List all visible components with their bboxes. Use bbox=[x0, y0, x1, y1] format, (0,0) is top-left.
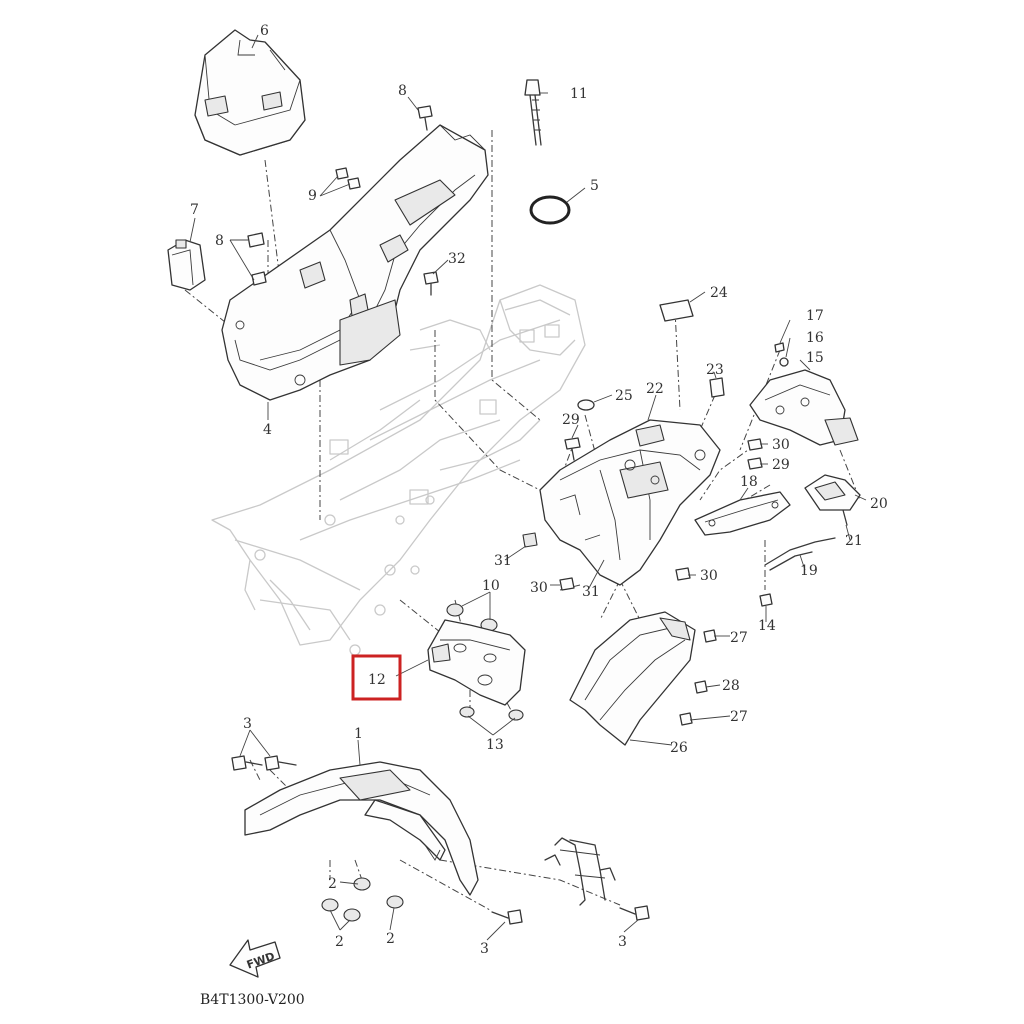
callout-30: 30 bbox=[772, 437, 790, 453]
callout-29: 29 bbox=[772, 457, 790, 473]
callout-31: 31 bbox=[582, 584, 600, 600]
callout-29: 29 bbox=[562, 412, 580, 428]
callout-18: 18 bbox=[740, 474, 758, 490]
leader-lines bbox=[189, 34, 867, 941]
callout-13: 13 bbox=[486, 737, 504, 753]
part-7-bracket bbox=[167, 239, 206, 291]
highlight-box bbox=[351, 654, 402, 701]
callout-3: 3 bbox=[618, 934, 627, 950]
callout-25: 25 bbox=[615, 388, 633, 404]
callout-31: 31 bbox=[494, 553, 512, 569]
frame-outline bbox=[211, 284, 586, 656]
callout-7: 7 bbox=[190, 202, 199, 218]
callout-27: 27 bbox=[730, 709, 748, 725]
part-23-collar bbox=[709, 377, 725, 398]
diagram-code: B4T1300-V200 bbox=[200, 992, 305, 1008]
callout-1: 1 bbox=[354, 726, 363, 742]
part-6-battery-cover bbox=[194, 29, 306, 156]
callout-15: 15 bbox=[806, 350, 824, 366]
fasteners bbox=[247, 105, 848, 726]
callout-2: 2 bbox=[328, 876, 337, 892]
part-18-bracket bbox=[694, 491, 791, 536]
callout-labels: 6 8 11 5 9 7 8 32 4 24 17 16 15 23 25 22… bbox=[190, 23, 888, 957]
part-5-o-ring bbox=[529, 195, 571, 225]
part-15-tail-light bbox=[749, 369, 859, 446]
callout-22: 22 bbox=[646, 381, 664, 397]
callout-3: 3 bbox=[480, 941, 489, 957]
callout-14: 14 bbox=[758, 618, 776, 634]
callout-24: 24 bbox=[710, 285, 728, 301]
part-4-tray bbox=[221, 124, 489, 401]
fwd-arrow: FWD bbox=[229, 939, 281, 978]
brake-hose-clamp bbox=[544, 837, 616, 906]
part-12-plate bbox=[427, 619, 526, 706]
part-24-pad bbox=[659, 299, 694, 322]
callout-9: 9 bbox=[308, 188, 317, 204]
callout-8: 8 bbox=[215, 233, 224, 249]
part-11-cable-tie bbox=[524, 79, 542, 146]
callout-19: 19 bbox=[800, 563, 818, 579]
callout-30: 30 bbox=[530, 580, 548, 596]
callout-21: 21 bbox=[845, 533, 863, 549]
callout-26: 26 bbox=[670, 740, 688, 756]
callout-16: 16 bbox=[806, 330, 824, 346]
callout-20: 20 bbox=[870, 496, 888, 512]
highlighted-callout-12[interactable]: 12 bbox=[351, 654, 402, 701]
part-26-rear-fender bbox=[569, 611, 696, 746]
part-1-front-fender bbox=[244, 761, 479, 896]
callout-4: 4 bbox=[263, 422, 272, 438]
callout-27: 27 bbox=[730, 630, 748, 646]
callout-17: 17 bbox=[806, 308, 824, 324]
callout-3: 3 bbox=[243, 716, 252, 732]
front-fender-hardware bbox=[231, 755, 650, 925]
callout-6: 6 bbox=[260, 23, 269, 39]
part-22-rear-frame bbox=[539, 419, 721, 586]
part-19-stay bbox=[764, 537, 836, 571]
callout-23: 23 bbox=[706, 362, 724, 378]
callout-5: 5 bbox=[590, 178, 599, 194]
callout-10: 10 bbox=[482, 578, 500, 594]
callout-32: 32 bbox=[448, 251, 466, 267]
callout-30: 30 bbox=[700, 568, 718, 584]
callout-2: 2 bbox=[335, 934, 344, 950]
callout-2: 2 bbox=[386, 931, 395, 947]
part-20-bracket bbox=[804, 474, 861, 511]
callout-11: 11 bbox=[570, 86, 588, 102]
callout-12: 12 bbox=[368, 672, 386, 688]
callout-28: 28 bbox=[722, 678, 740, 694]
callout-8: 8 bbox=[398, 83, 407, 99]
